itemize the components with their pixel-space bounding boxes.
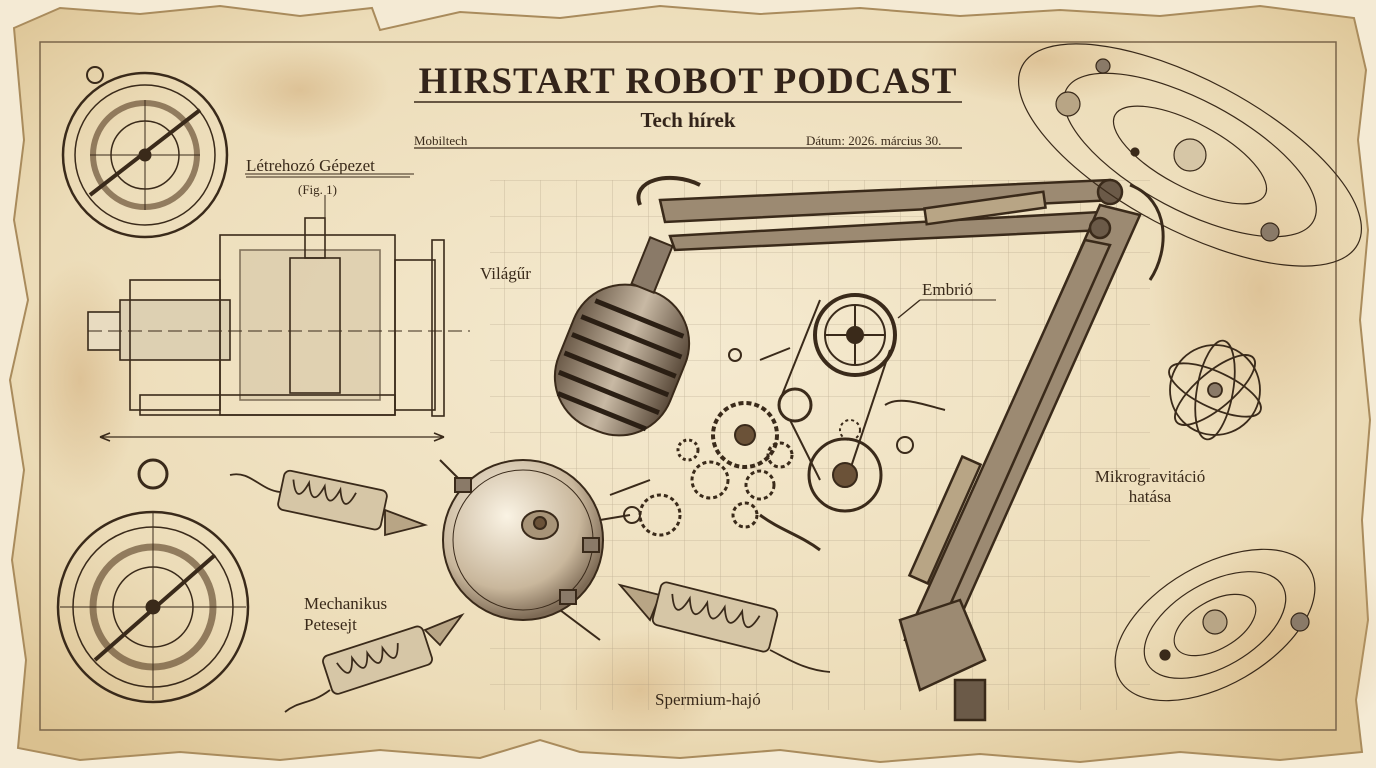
- blueprint-grid: [490, 180, 1150, 710]
- machine-cross-section: [87, 173, 470, 442]
- sperm-capsule-icon: [617, 581, 831, 673]
- sperm-ship-label: Spermium-hajó: [655, 690, 761, 709]
- egg-label-line1: Mechanikus: [304, 594, 388, 613]
- embryo-label: Embrió: [922, 280, 973, 299]
- planet-orbit-icon: [1114, 548, 1316, 702]
- microgravity-label-line1: Mikrogravitáció: [1094, 467, 1206, 486]
- egg-label-line2: Petesejt: [304, 615, 357, 634]
- gear-icon: [609, 293, 946, 552]
- machine-label: Létrehozó Gépezet: [246, 156, 375, 175]
- sperm-capsule-icon: [229, 469, 429, 537]
- page-title: HIRSTART ROBOT PODCAST: [418, 61, 958, 102]
- egg-label: Mechanikus Petesejt: [304, 593, 387, 635]
- microphone-boom-arm: [636, 176, 1165, 722]
- space-label: Világűr: [480, 264, 531, 283]
- sperm-capsule-icon: [284, 612, 465, 713]
- egg-sphere-icon: [439, 459, 631, 641]
- category-label: Mobiltech: [414, 133, 468, 148]
- atom-icon: [1168, 339, 1262, 441]
- page-subtitle: Tech hírek: [640, 108, 736, 132]
- microgravity-label: Mikrogravitáció hatása: [1070, 467, 1230, 507]
- microphone-icon: [553, 236, 691, 437]
- fig-label: (Fig. 1): [298, 182, 337, 197]
- astrolabe-icon: [61, 66, 229, 239]
- microgravity-label-line2: hatása: [1128, 487, 1172, 506]
- planet-orbit-icon: [1017, 43, 1363, 267]
- astrolabe-icon: [56, 458, 250, 704]
- date-label: Dátum: 2026. március 30.: [806, 133, 942, 148]
